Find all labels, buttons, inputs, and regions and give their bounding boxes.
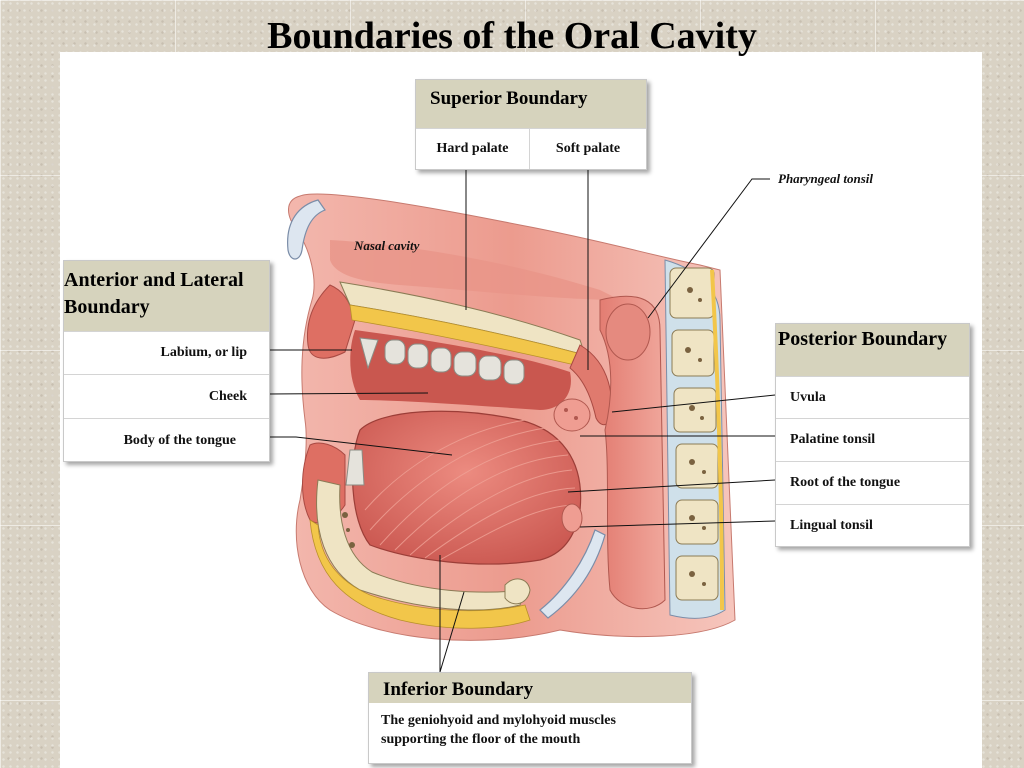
uvula-label: Uvula [776,376,969,418]
soft-palate-label: Soft palate [555,141,621,156]
anterior-lateral-boundary-box: Anterior and Lateral Boundary Labium, or… [63,260,270,462]
body-of-tongue-label: Body of the tongue [64,418,269,462]
superior-boundary-box: Superior Boundary Hard palate Soft palat… [415,79,647,170]
inferior-boundary-box: Inferior Boundary The geniohyoid and myl… [368,672,692,764]
slide-title: Boundaries of the Oral Cavity [267,15,757,57]
posterior-boundary-heading: Posterior Boundary [776,324,969,376]
vertebral-column [664,259,726,619]
inferior-boundary-text: The geniohyoid and mylohyoid muscles sup… [381,713,616,747]
root-of-tongue-label: Root of the tongue [776,461,969,504]
palatine-tonsil-shape [553,398,591,432]
superior-boundary-heading: Superior Boundary [416,80,646,128]
posterior-boundary-box: Posterior Boundary Uvula Palatine tonsil… [775,323,970,547]
pharyngeal-tonsil-shape [605,303,651,361]
anterior-lateral-boundary-heading: Anterior and Lateral Boundary [64,261,269,331]
labium-label: Labium, or lip [64,331,269,374]
nasal-cavity-label: Nasal cavity [354,238,420,253]
pharyngeal-tonsil-label: Pharyngeal tonsil [778,171,873,186]
cheek-label: Cheek [64,374,269,418]
palatine-tonsil-label: Palatine tonsil [776,418,969,461]
lingual-tonsil-shape [561,503,583,533]
lingual-tonsil-label: Lingual tonsil [776,504,969,547]
inferior-boundary-heading: Inferior Boundary [369,673,691,703]
hard-palate-label: Hard palate [416,129,530,169]
